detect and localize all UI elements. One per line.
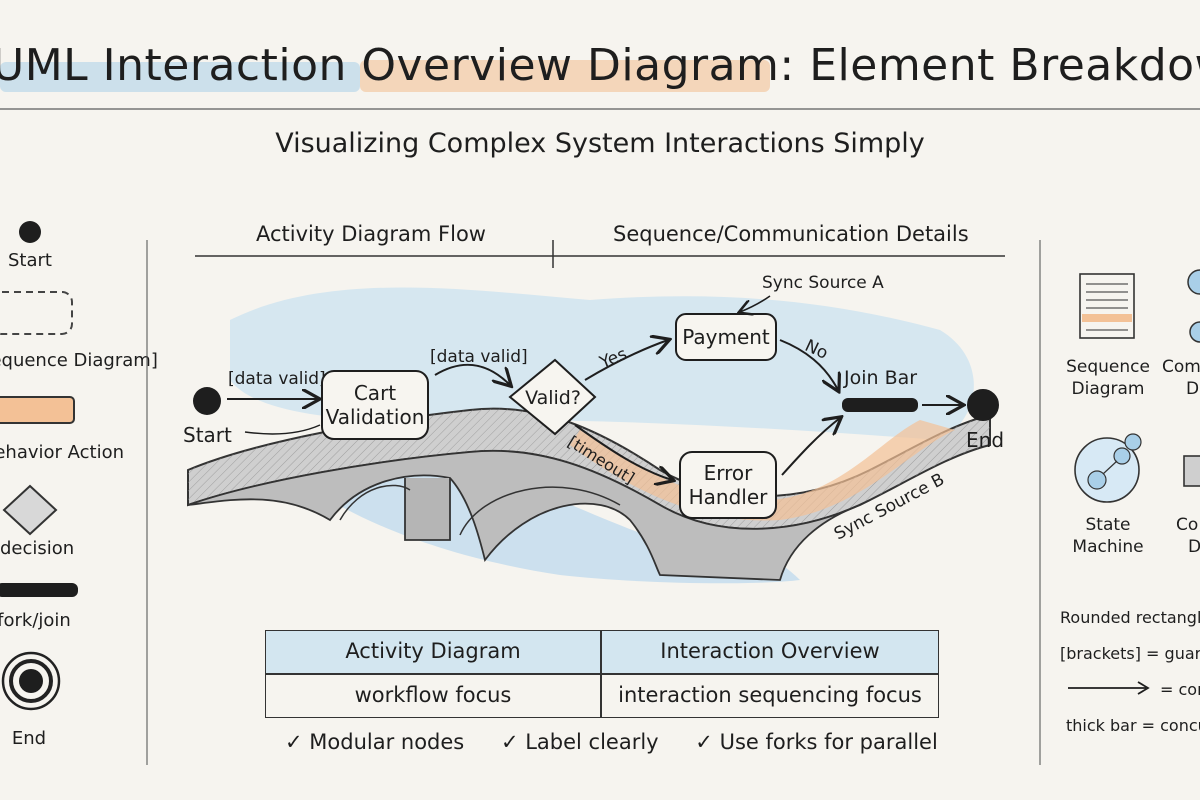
right-legend-component-line1: Co (1176, 515, 1199, 535)
error-path-highlight (570, 420, 955, 521)
left-legend: Start [Sequence Diagram] Behavior Action… (0, 200, 158, 760)
checklist-item: ✓ Label clearly (500, 730, 659, 754)
checklist: ✓ Modular nodes ✓ Label clearly ✓ Use fo… (285, 730, 968, 754)
no-arrow (779, 339, 838, 390)
error-to-join-arrow (781, 418, 840, 476)
page-subtitle: Visualizing Complex System Interactions … (275, 128, 925, 159)
sync-source-a-label: Sync Source A (762, 273, 884, 293)
error-handler-line2: Handler (689, 485, 769, 509)
end-node (967, 389, 999, 421)
error-handler-node (679, 451, 777, 519)
filled-circle-icon (19, 221, 41, 243)
note-thick-bar: thick bar = concur (1066, 716, 1200, 735)
guard-data-valid-1: [data valid] (228, 369, 326, 389)
cart-validation-node (321, 370, 429, 440)
table-cell-workflow: workflow focus (354, 683, 512, 707)
sequence-diagram-icon (1079, 273, 1135, 339)
right-legend-communication-line1: Comm (1162, 357, 1200, 377)
error-handler-line1: Error (704, 461, 754, 485)
legend-fork-label: fork/join (0, 610, 71, 631)
title-underline (0, 108, 1200, 110)
orange-bar-icon (0, 396, 75, 424)
right-legend-state-machine: State Machine (1060, 514, 1156, 558)
right-legend-component-line2: D (1188, 537, 1200, 557)
note-control-flow: = contr (1160, 680, 1200, 699)
right-legend-state-line1: State (1085, 515, 1131, 535)
title-highlight-orange (360, 60, 770, 92)
thick-bar-icon (0, 583, 78, 597)
payment-label: Payment (682, 325, 770, 349)
start-node (193, 387, 221, 415)
legend-start-label: Start (8, 250, 52, 271)
legend-sequence-label: [Sequence Diagram] (0, 350, 158, 371)
right-legend-sequence-line2: Diagram (1071, 379, 1145, 399)
right-legend-sequence-line1: Sequence (1066, 357, 1150, 377)
state-machine-icon (1074, 433, 1142, 503)
cart-validation-line1: Cart (354, 381, 396, 405)
column-header-sequence: Sequence/Communication Details (613, 222, 969, 246)
right-legend-component: Co D (1176, 514, 1200, 558)
table-row-divider (266, 673, 938, 675)
table-cell-sequencing: interaction sequencing focus (618, 683, 922, 707)
column-header-activity: Activity Diagram Flow (256, 222, 486, 246)
payment-node (675, 313, 777, 361)
component-diagram-icon (1183, 455, 1200, 487)
timeout-arrow (574, 424, 672, 480)
start-node-label: Start (183, 423, 232, 447)
checklist-item: ✓ Modular nodes (285, 730, 465, 754)
right-legend-communication-line2: D (1186, 379, 1200, 399)
diamond-icon (2, 484, 58, 536)
table-header-wash-right (602, 631, 938, 673)
legend-end-label: End (11, 728, 47, 749)
cart-to-decision-arrow (434, 363, 510, 385)
comparison-table: Activity Diagram Interaction Overview wo… (265, 630, 939, 718)
valid-decision-label: Valid? (525, 387, 581, 409)
column-header-rule (195, 240, 1005, 268)
guard-data-valid-2: [data valid] (430, 347, 528, 367)
table-header-interaction: Interaction Overview (660, 639, 880, 663)
legend-behavior-label: Behavior Action (0, 442, 125, 463)
checklist-item: ✓ Use forks for parallel (695, 730, 938, 754)
control-flow-arrow-icon (1068, 681, 1150, 695)
communication-diagram-icon (1187, 269, 1200, 343)
yes-arrow (584, 340, 668, 381)
title-highlight-blue (0, 62, 360, 92)
bullseye-icon (1, 651, 61, 711)
table-header-activity: Activity Diagram (345, 639, 521, 663)
right-legend-communication: Comm D (1162, 356, 1200, 400)
start-return-stroke (244, 424, 321, 435)
cart-validation-line2: Validation (326, 405, 425, 429)
right-legend-sequence: Sequence Diagram (1060, 356, 1156, 400)
dashed-rounded-rect-icon (0, 291, 73, 335)
page-title: UML Interaction Overview Diagram: Elemen… (0, 40, 1200, 91)
note-rounded-rectangles: Rounded rectangles (1060, 608, 1200, 627)
note-brackets-guard: [brackets] = guard (1060, 644, 1200, 663)
legend-decision-label: decision (0, 538, 75, 559)
sync-source-a-arrow (740, 295, 771, 312)
join-bar-label: Join Bar (843, 367, 917, 389)
end-node-label: End (966, 428, 1004, 452)
valid-decision-node (508, 358, 597, 436)
table-header-wash-left (266, 631, 600, 673)
right-legend-icons (1074, 269, 1200, 503)
join-bar-node (842, 398, 918, 412)
right-legend-state-line2: Machine (1072, 537, 1144, 557)
